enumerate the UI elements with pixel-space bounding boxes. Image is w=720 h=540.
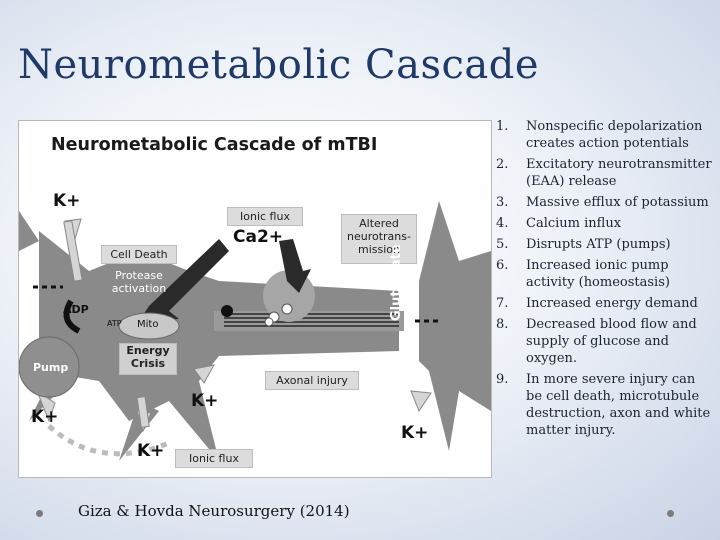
label-k-top: K+ bbox=[53, 191, 81, 211]
cascade-steps-list: 1.Nonspecific depolarization creates act… bbox=[496, 118, 712, 443]
list-item: 9.In more severe injury can be cell deat… bbox=[496, 372, 711, 438]
label-ionic-flux-bottom: Ionic flux bbox=[175, 449, 253, 468]
figure-title: Neurometabolic Cascade of mTBI bbox=[51, 135, 378, 155]
footer-bullet-left bbox=[36, 510, 43, 517]
label-cell-death: Cell Death bbox=[101, 245, 177, 264]
cascade-figure: Neurometabolic Cascade of mTBI K+ Ionic … bbox=[18, 120, 492, 478]
cascade-diagram bbox=[19, 201, 491, 461]
label-k-mid: K+ bbox=[191, 391, 219, 411]
list-item: 4.Calcium influx bbox=[496, 216, 622, 231]
label-energy-crisis: Energy Crisis bbox=[119, 343, 177, 375]
arrow-k-mid bbox=[193, 364, 215, 384]
label-ca2: Ca2+ bbox=[233, 227, 284, 247]
list-item: 6.Increased ionic pump activity (homeost… bbox=[496, 258, 670, 290]
slide-title: Neurometabolic Cascade bbox=[18, 42, 540, 88]
neuron-left bbox=[39, 231, 399, 461]
citation: Giza & Hovda Neurosurgery (2014) bbox=[78, 502, 350, 520]
arrow-k-right bbox=[410, 390, 432, 413]
arrow-ca-influx bbox=[139, 239, 229, 321]
list-item: 3.Massive efflux of potassium bbox=[496, 195, 709, 210]
arrow-altered bbox=[279, 239, 311, 293]
neuron-right bbox=[419, 201, 491, 451]
label-k-right: K+ bbox=[401, 423, 429, 443]
arrow-k-top-shaft bbox=[63, 220, 83, 282]
dendrite-1 bbox=[19, 211, 39, 251]
vesicle-2 bbox=[281, 303, 293, 315]
label-ionic-flux-top: Ionic flux bbox=[227, 207, 303, 226]
dotted-flux-bottom bbox=[47, 424, 170, 457]
list-item: 5.Disrupts ATP (pumps) bbox=[496, 237, 671, 252]
label-k-left: K+ bbox=[31, 407, 59, 427]
list-item: 7.Increased energy demand bbox=[496, 296, 698, 311]
ion-pump bbox=[19, 336, 80, 398]
vesicle-dark bbox=[221, 305, 233, 317]
list-item: 8.Decreased blood flow and supply of glu… bbox=[496, 317, 697, 366]
list-item: 2.Excitatory neurotransmitter (EAA) rele… bbox=[496, 157, 712, 189]
mitochondria bbox=[118, 312, 180, 340]
footer-bullet-right bbox=[667, 510, 674, 517]
label-glutamate: Glutamate bbox=[389, 244, 404, 321]
label-k-bottom: K+ bbox=[137, 441, 165, 461]
label-protease-activation: Protease activation bbox=[111, 269, 167, 295]
arrow-k-bottom-shaft bbox=[136, 396, 150, 428]
label-atp: ATP bbox=[107, 319, 122, 328]
vesicle-3 bbox=[264, 317, 274, 327]
label-axonal-injury: Axonal injury bbox=[265, 371, 359, 390]
label-adp: ADP bbox=[63, 303, 89, 316]
label-pump: Pump bbox=[33, 361, 69, 374]
label-altered-neurotransmission: Altered neurotrans-mission bbox=[341, 214, 417, 264]
pump-cycle-arrow bbox=[63, 299, 81, 334]
list-item: 1.Nonspecific depolarization creates act… bbox=[496, 119, 703, 151]
label-mito: Mito bbox=[137, 319, 159, 330]
